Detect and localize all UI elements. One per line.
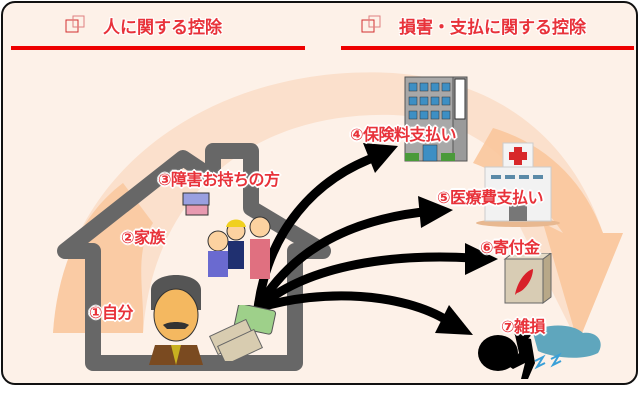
overlapping-squares-icon [361,15,381,33]
overlapping-squares-icon [65,15,85,33]
deduction-diagram: 人に関する控除 損害・支払に関する控除 [1,1,638,385]
arrows [253,150,478,326]
hospital-building-icon [476,142,560,227]
house-outline [57,143,331,371]
background-arc-graphic [53,72,623,371]
arc-dark-left [53,183,153,333]
arc-arrowhead [473,128,623,343]
label-disabled-persons: ③障害お持ちの方 [158,170,280,189]
label-family: ②家族 [121,228,166,247]
arc-light [53,72,623,343]
label-self: ①自分 [89,303,134,322]
header-title: 損害・支払に関する控除 [399,18,586,38]
label-insurance-premium: ④保険料支払い [350,125,457,144]
donation-box-red-feather-icon [503,253,552,304]
money-and-card-icon [208,305,277,361]
thief-with-storm-cloud-icon [478,322,601,379]
insurance-company-building-icon [404,76,468,162]
arrowheads [363,143,498,335]
label-casualty-loss: ⑦雑損 [501,317,546,336]
header-underline [11,46,305,50]
label-medical-expenses: ⑤医療費支払い [437,188,544,207]
header-title: 人に関する控除 [103,18,222,38]
family-icon [182,192,271,279]
label-donations: ⑥寄付金 [480,238,540,257]
header-underline [341,46,634,50]
man-self-icon [149,275,203,365]
header-loss-payment-deductions: 損害・支払に関する控除 [341,9,634,50]
header-personal-deductions: 人に関する控除 [11,9,305,50]
